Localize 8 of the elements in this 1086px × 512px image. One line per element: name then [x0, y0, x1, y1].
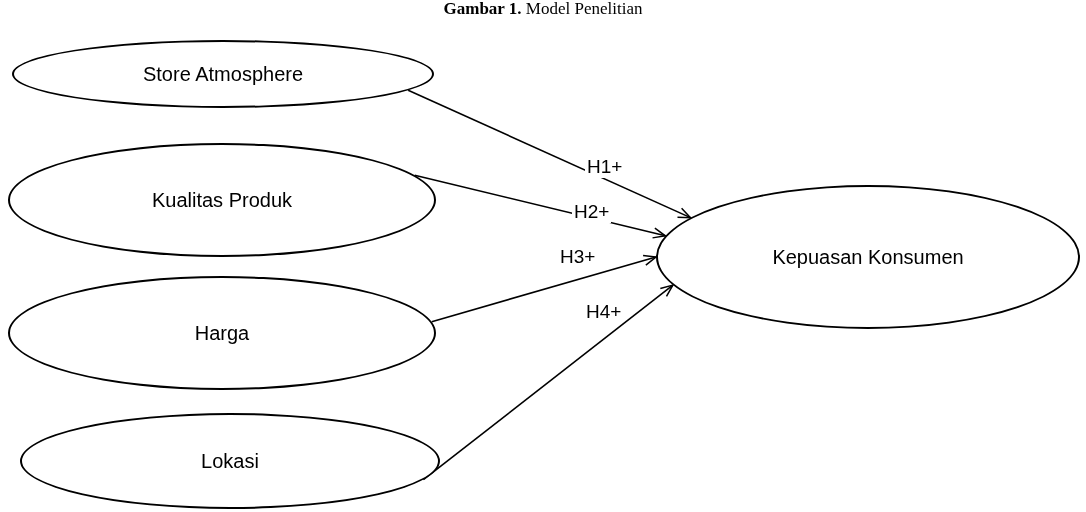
- figure-title: Gambar 1. Model Penelitian: [443, 0, 643, 18]
- node-label: Kepuasan Konsumen: [772, 245, 964, 270]
- node-label: Harga: [194, 321, 250, 346]
- arrow: [430, 254, 657, 323]
- arrow: [407, 89, 692, 219]
- node-label: Store Atmosphere: [142, 62, 304, 87]
- node-label: Lokasi: [201, 449, 259, 474]
- node-label: Kualitas Produk: [151, 188, 293, 213]
